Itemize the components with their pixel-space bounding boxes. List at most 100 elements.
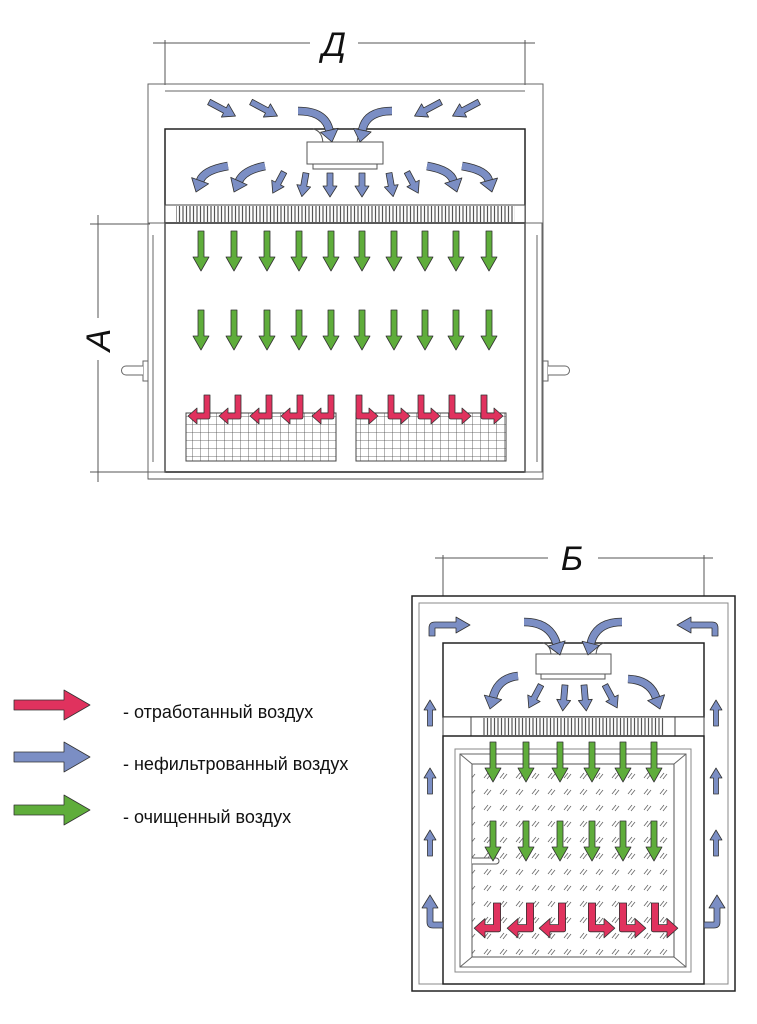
clean-air-arrow <box>614 820 632 862</box>
distribution-arrow <box>271 170 288 194</box>
top-return-hook-right <box>676 616 719 637</box>
intake-arrow-curved <box>297 106 339 143</box>
clean-air-arrow <box>551 820 569 862</box>
clean-air-arrow <box>484 741 502 783</box>
exhaust-arrow-left <box>218 394 242 425</box>
side-return-arrow-left <box>423 829 437 857</box>
distribution-arrow <box>230 161 266 193</box>
distribution-arrow <box>601 683 619 709</box>
distribution-arrow <box>191 161 229 193</box>
clean-air-arrow <box>258 230 276 272</box>
dimension-depth: Б <box>435 540 713 720</box>
clean-air-arrow <box>645 741 663 783</box>
distribution-arrow <box>527 683 545 709</box>
intake-arrow-curved <box>353 106 393 143</box>
distribution-arrow <box>322 172 338 198</box>
clean-air-arrow <box>416 309 434 351</box>
exhaust-arrow-left <box>473 902 501 939</box>
clean-air-arrow <box>416 230 434 272</box>
distribution-arrow-head <box>479 177 498 193</box>
side-return-arrow-left <box>423 699 437 727</box>
dimension-label-height: А <box>80 329 118 354</box>
exhaust-arrow-right <box>387 394 411 425</box>
distribution-arrow-head <box>483 694 503 710</box>
distribution-arrow <box>483 671 519 710</box>
side-return-arrow-right <box>709 767 723 795</box>
exhaust-arrow-left <box>506 902 534 939</box>
exhaust-arrow-right <box>588 902 616 939</box>
legend-label-exhaust: - отработанный воздух <box>123 702 313 722</box>
legend-item-clean: - очищенный воздух <box>13 794 291 827</box>
intake-arrow <box>207 98 236 118</box>
side-handle-right <box>542 360 570 382</box>
distribution-arrow-head <box>647 694 665 710</box>
exhaust-arrow-left <box>280 394 304 425</box>
distribution-arrow <box>296 172 312 198</box>
clean-air-arrow <box>480 230 498 272</box>
clean-air-arrow <box>447 230 465 272</box>
dimension-height: А <box>80 215 150 482</box>
clean-air-arrow <box>322 230 340 272</box>
exhaust-arrow-left <box>187 394 211 425</box>
front-sash-glass <box>454 748 692 973</box>
clean-air-arrow <box>258 309 276 351</box>
side-return-arrow-right <box>709 829 723 857</box>
intake-arrow-curved <box>523 617 566 656</box>
intake-arrow-curved-head <box>547 640 566 656</box>
exhaust-arrow-right <box>448 394 472 425</box>
intake-arrow <box>249 98 278 118</box>
clean-air-arrow <box>517 741 535 783</box>
clean-air-arrow <box>192 309 210 351</box>
clean-air-arrow <box>290 309 308 351</box>
clean-air-arrow <box>583 741 601 783</box>
legend-label-clean: - очищенный воздух <box>123 807 291 827</box>
dimension-width: Д <box>153 26 535 85</box>
legend-arrow <box>13 741 91 773</box>
legend-arrow-unfiltered <box>13 741 91 773</box>
side-handle-left <box>121 360 149 382</box>
distribution-arrow <box>354 172 370 198</box>
distribution-arrow <box>426 161 463 193</box>
clean-air-arrow <box>517 820 535 862</box>
legend: - отработанный воздух - нефильтрованный … <box>13 689 348 827</box>
intake-arrow-curved-head <box>353 128 372 143</box>
top-return-hook-left <box>428 616 471 637</box>
clean-air-arrow <box>583 820 601 862</box>
fan-unit-side <box>535 642 612 680</box>
distribution-arrow-head <box>230 176 248 193</box>
distribution-arrow <box>461 161 498 193</box>
exhaust-arrow-right <box>619 902 647 939</box>
fan-unit <box>306 128 384 170</box>
distribution-arrow <box>577 684 593 712</box>
exhaust-arrow-left <box>538 902 566 939</box>
clean-air-arrow <box>551 741 569 783</box>
legend-arrow-exhaust <box>13 689 91 721</box>
exhaust-arrow-left <box>311 394 335 425</box>
side-return-arrow-left <box>423 767 437 795</box>
exhaust-arrow-right <box>651 902 679 939</box>
hepa-filter-side <box>442 716 705 737</box>
distribution-arrow-head <box>191 177 209 193</box>
distribution-arrow-head <box>444 177 463 193</box>
distribution-arrow <box>627 674 665 710</box>
clean-air-arrow <box>225 230 243 272</box>
intake-arrow <box>414 98 443 118</box>
clean-air-arrow <box>480 309 498 351</box>
clean-air-arrow <box>645 820 663 862</box>
dimension-label-depth: Б <box>561 540 583 578</box>
clean-air-arrow <box>225 309 243 351</box>
intake-arrow-curved-head <box>581 640 600 656</box>
exhaust-arrow-right <box>480 394 504 425</box>
hepa-filter <box>164 204 526 224</box>
side-return-hook-right <box>703 894 726 929</box>
intake-arrow <box>452 98 481 118</box>
legend-item-exhaust: - отработанный воздух <box>13 689 313 722</box>
distribution-arrow <box>556 684 572 712</box>
legend-arrow <box>13 794 91 826</box>
clean-air-arrow <box>192 230 210 272</box>
clean-air-arrow <box>290 230 308 272</box>
intake-arrow-curved <box>581 617 623 656</box>
dimension-label-width: Д <box>318 26 346 64</box>
side-return-arrow-right <box>709 699 723 727</box>
